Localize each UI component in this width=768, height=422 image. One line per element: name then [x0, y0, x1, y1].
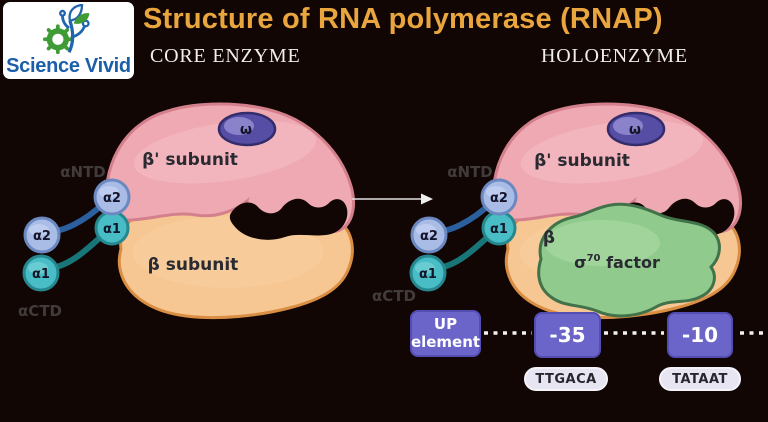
sigma-base: σ [574, 253, 586, 272]
core-enzyme-graphic: ω α2 α1 α2 α1 β' subunit β subunit αNTD … [18, 102, 355, 320]
core-actd-label: αCTD [18, 302, 62, 320]
holo-beta-label: β [543, 228, 555, 248]
logo-leaf-icon [67, 4, 89, 24]
tataat-sequence-pill: TATAAT [659, 367, 741, 391]
transition-arrow [352, 193, 433, 205]
holo-beta-prime-label: β' subunit [534, 151, 630, 171]
ttgaca-sequence-pill: TTGACA [524, 367, 608, 391]
up-element-box: UP element [410, 310, 481, 357]
core-active-site-cleft [229, 198, 348, 240]
page-title: Structure of RNA polymerase (RNAP) [143, 3, 663, 35]
sigma-superscript: 70 [587, 253, 601, 264]
logo-text: Science Vivid [6, 55, 131, 77]
holoenzyme-graphic: ω α2 α1 α2 α1 β' subunit β σ70 factor αN… [372, 102, 742, 320]
core-enzyme-heading: CORE ENZYME [150, 45, 301, 67]
holo-alpha1-ctd-highlight [415, 262, 435, 274]
core-alpha1-ntd-label: α1 [103, 222, 121, 237]
holoenzyme-heading: HOLOENZYME [541, 45, 688, 67]
holo-sigma-highlight [544, 220, 660, 266]
holo-omega-highlight [613, 117, 643, 135]
core-omega-label: ω [240, 122, 252, 138]
holo-alpha2-ntd-highlight [486, 186, 506, 198]
logo-icon [42, 4, 90, 55]
holo-alpha2-ntd-label: α2 [490, 191, 508, 206]
holo-actd-label: αCTD [372, 287, 416, 305]
science-vivid-logo: Science Vivid [3, 2, 134, 79]
core-alpha2-ctd-highlight [29, 224, 49, 236]
core-beta-prime-label: β' subunit [142, 150, 238, 170]
core-omega-highlight [224, 117, 254, 135]
minus35-box: -35 [534, 312, 601, 358]
core-alpha2-ntd-label: α2 [103, 191, 121, 206]
holo-antd-label: αNTD [447, 163, 493, 181]
core-beta-label: β subunit [148, 255, 239, 275]
holo-sigma-factor-label: σ70 factor [574, 253, 660, 272]
holo-omega-label: ω [629, 122, 641, 138]
sigma-rest: factor [601, 253, 660, 272]
logo-gear-icon [42, 24, 73, 55]
core-alpha2-ntd-highlight [99, 186, 119, 198]
minus10-box: -10 [667, 312, 733, 358]
holo-alpha2-ctd-highlight [416, 224, 436, 236]
holo-alpha1-ctd-label: α1 [419, 267, 437, 282]
core-alpha1-ctd-label: α1 [32, 267, 50, 282]
logo-branch-icon [58, 9, 90, 54]
core-antd-label: αNTD [60, 163, 106, 181]
holo-alpha1-ntd-label: α1 [490, 222, 508, 237]
core-alpha1-ctd-highlight [28, 262, 48, 274]
core-alpha2-ctd-label: α2 [33, 229, 51, 244]
holo-alpha2-ctd-label: α2 [420, 229, 438, 244]
